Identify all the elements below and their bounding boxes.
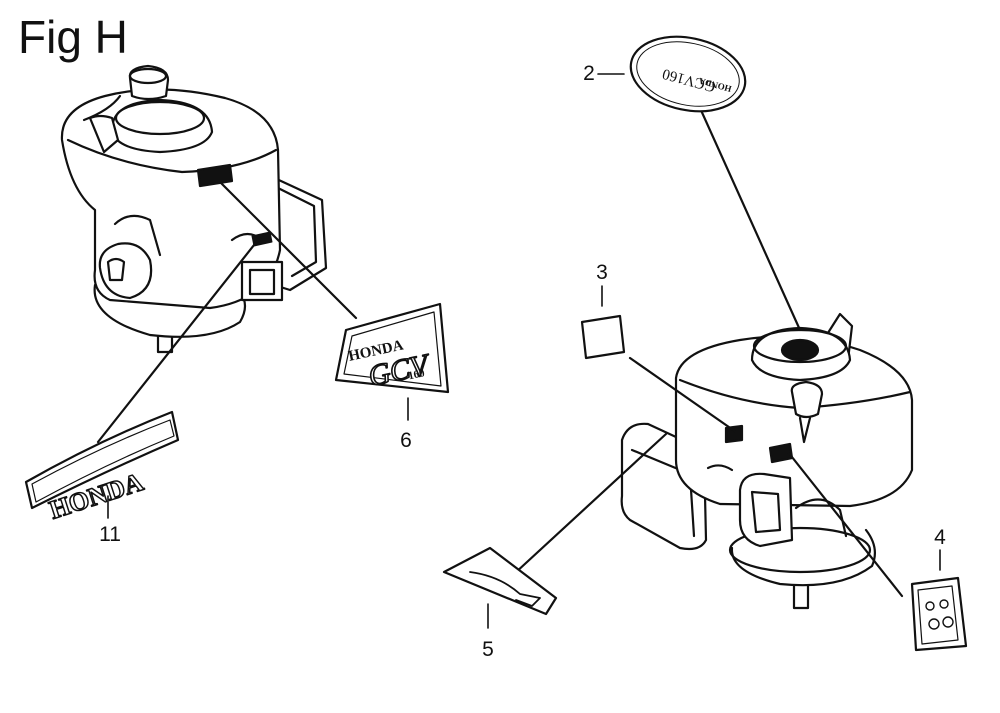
leader-line-5 <box>512 432 668 576</box>
callout-2: 2 <box>583 62 595 85</box>
figure-title: Fig H <box>18 11 128 63</box>
right-engine-drawing <box>620 312 914 610</box>
leader-line-2 <box>698 106 802 332</box>
callout-3: 3 <box>596 261 608 284</box>
callout-4: 4 <box>934 526 946 549</box>
left-engine-drawing <box>60 64 328 354</box>
decal-small-square <box>580 314 626 360</box>
decal-top-emblem: GCV160 HONDA <box>629 35 747 113</box>
leader-line-3 <box>628 356 738 434</box>
callout-5: 5 <box>482 638 494 661</box>
leader-line-4 <box>786 450 904 598</box>
decal-symbol-plate <box>910 576 968 652</box>
decal-honda-strip: HONDA <box>24 410 180 525</box>
leader-line-11 <box>96 238 260 444</box>
leader-line-6 <box>212 174 358 320</box>
callout-11: 11 <box>99 523 121 546</box>
decal-gcv160: HONDA GCV 160 <box>334 302 450 394</box>
decal-arrow <box>442 546 558 616</box>
decal-gcv-displacement: 160 <box>407 367 426 382</box>
callout-6: 6 <box>400 429 412 452</box>
